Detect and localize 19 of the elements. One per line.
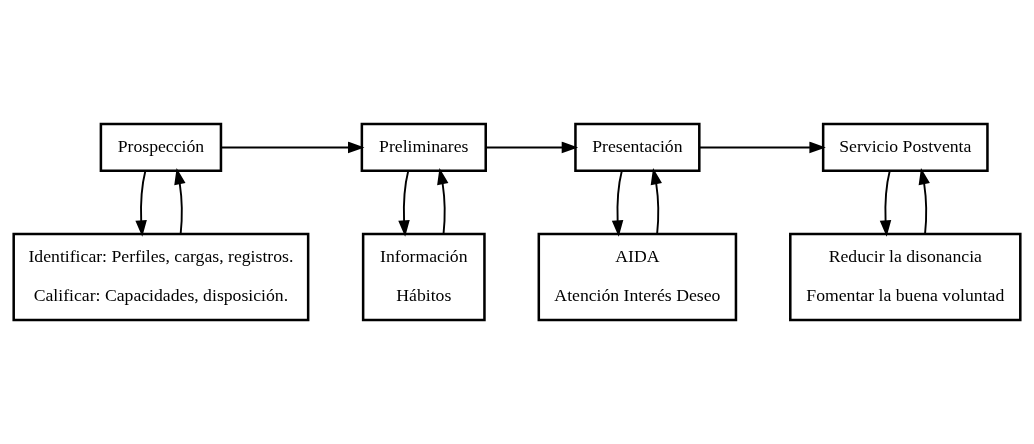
- arrow: [135, 169, 147, 237]
- node-box: Servicio Postventa: [821, 122, 989, 173]
- arrow: [611, 169, 624, 237]
- node-box: Preliminares: [360, 122, 487, 173]
- arrow: [398, 169, 410, 237]
- node-box: Identificar: Perfiles, cargas, registros. Calificar: Capacidades, disposición.: [12, 232, 310, 322]
- arrow: [918, 168, 930, 235]
- arrow: [698, 141, 826, 154]
- arrow: [650, 168, 662, 235]
- node-box: Reducir la disonancia Fomentar la buena voluntad: [789, 232, 1022, 322]
- arrow: [485, 141, 579, 154]
- node-box: Presentación: [574, 122, 701, 173]
- arrow: [220, 141, 365, 154]
- node-box: Prospección: [99, 122, 223, 173]
- node-box: Información Hábitos: [361, 232, 486, 322]
- node-box: AIDA Atención Interés Deseo: [537, 232, 738, 322]
- arrow: [437, 168, 449, 235]
- arrow: [879, 169, 892, 237]
- arrow: [174, 168, 186, 235]
